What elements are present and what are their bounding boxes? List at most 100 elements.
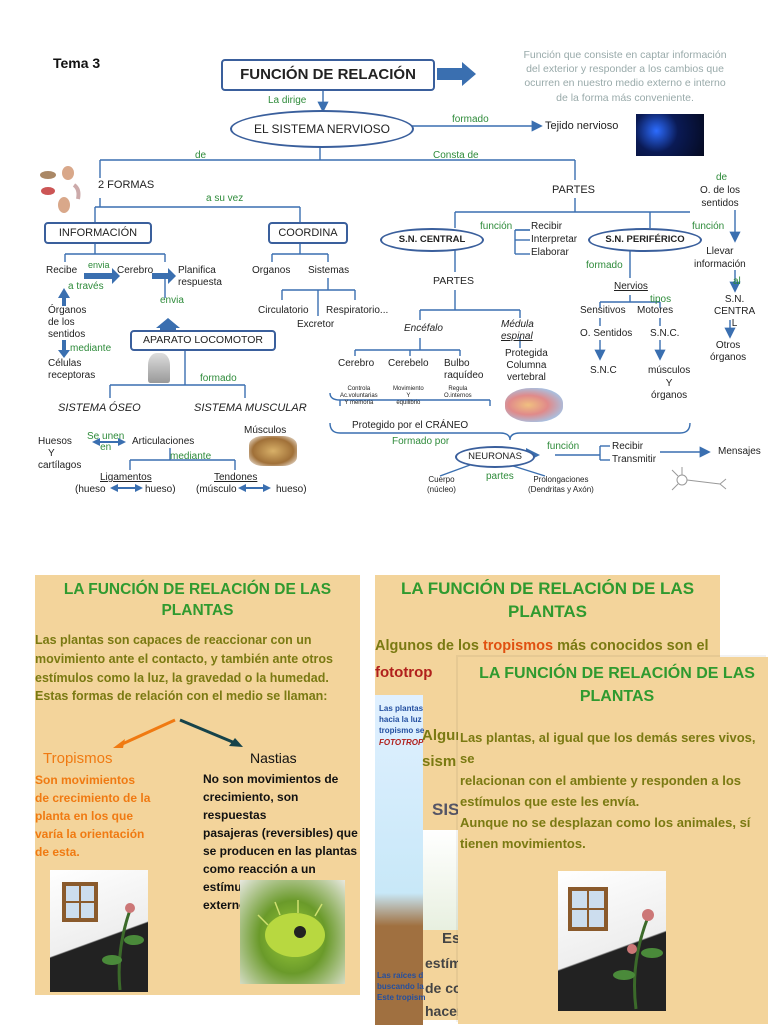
aparato-locomotor-box: APARATO LOCOMOTOR bbox=[130, 330, 276, 351]
recibir-label: Recibir bbox=[531, 221, 563, 232]
hacer-text: hacer bbox=[425, 1003, 463, 1019]
brain-image bbox=[505, 388, 563, 422]
recibir-label-2: Recibir bbox=[612, 441, 644, 452]
consta-de-label: Consta de bbox=[433, 150, 479, 161]
a-su-vez-label: a su vez bbox=[206, 193, 244, 204]
recibe-label: Recibe bbox=[46, 265, 78, 276]
cuerpo-nucleo: Cuerpo(núcleo) bbox=[427, 475, 456, 494]
cerebro-label-2: Cerebro bbox=[338, 358, 375, 369]
senses-image bbox=[38, 165, 90, 215]
transmitir-label: Transmitir bbox=[612, 454, 657, 465]
neuron-drawing bbox=[670, 462, 730, 502]
musculo-label-3: (músculo bbox=[196, 484, 237, 495]
formado-label-2: formado bbox=[586, 260, 623, 271]
formado-label: formado bbox=[452, 114, 489, 125]
venus-flytrap-image bbox=[240, 880, 345, 984]
o-sentidos-label: O. Sentidos bbox=[580, 328, 633, 339]
slide-3-paragraph-1: Las plantas, al igual que los demás sere… bbox=[460, 730, 756, 810]
cerebro-label: Cerebro bbox=[117, 265, 154, 276]
envia-label-1: envia bbox=[88, 260, 110, 270]
protegido-craneo: Protegido por el CRÁNEO bbox=[352, 420, 469, 431]
interpretar-label: Interpretar bbox=[531, 234, 578, 245]
prolongaciones-text: Prolongaciones(Dendritas y Axón) bbox=[528, 475, 594, 494]
partes-label: PARTES bbox=[552, 184, 595, 196]
sistema-muscular-label: SISTEMA MUSCULAR bbox=[194, 402, 307, 414]
organos-label: Organos bbox=[252, 265, 291, 276]
neuronas-oval: NEURONAS bbox=[455, 446, 535, 468]
de-right-label: de bbox=[716, 172, 728, 183]
motores-label: Motores bbox=[637, 305, 674, 316]
ligamentos-label: Ligamentos bbox=[100, 472, 152, 483]
muscles-image bbox=[249, 436, 297, 466]
sistemas-label: Sistemas bbox=[308, 265, 350, 276]
mediante-label-2: mediante bbox=[170, 451, 212, 462]
tendones-label: Tendones bbox=[214, 472, 258, 483]
sism-text: sism bbox=[422, 753, 457, 770]
circulatorio-label: Circulatorio bbox=[258, 305, 309, 316]
funcion-label-2: función bbox=[692, 221, 725, 232]
nervios-label: Nervios bbox=[614, 281, 648, 292]
algun-text: Algun bbox=[422, 727, 465, 744]
tipos-label: tipos bbox=[650, 294, 672, 305]
tropismos-heading: Tropismos bbox=[43, 750, 113, 767]
snc-label: S.N.C. bbox=[650, 328, 680, 339]
dos-formas-label: 2 FORMAS bbox=[98, 179, 155, 191]
excretor-label: Excretor bbox=[297, 319, 335, 330]
tejido-nervioso-label: Tejido nervioso bbox=[545, 120, 619, 132]
la-dirige-label: La dirige bbox=[268, 95, 307, 106]
sistema-nervioso-oval: EL SISTEMA NERVIOSO bbox=[230, 110, 414, 148]
definition-text: Función que consiste en captar informaci… bbox=[523, 49, 727, 104]
plant-window-image-1 bbox=[50, 870, 148, 992]
slide-1-body: Las plantas son capaces de reaccionar co… bbox=[35, 633, 333, 704]
skeleton-image bbox=[148, 353, 170, 383]
partes-label-2: PARTES bbox=[433, 275, 475, 287]
informacion-box: INFORMACIÓN bbox=[44, 222, 152, 244]
elaborar-label: Elaborar bbox=[531, 247, 569, 258]
mensajes-label: Mensajes bbox=[718, 446, 761, 457]
slide-2-intro: Algunos de los tropismos más conocidos s… bbox=[375, 638, 709, 654]
sensitivos-label: Sensitivos bbox=[580, 305, 626, 316]
encefalo-label: Encéfalo bbox=[404, 323, 443, 334]
a-traves-label: a través bbox=[68, 281, 104, 292]
nastias-heading: Nastias bbox=[250, 750, 297, 766]
envia-label-2: envia bbox=[160, 295, 184, 306]
coordina-box: COORDINA bbox=[268, 222, 348, 244]
funcion-label-1: función bbox=[480, 221, 513, 232]
hueso-label-1: (hueso bbox=[75, 484, 106, 495]
de-label: de bbox=[195, 150, 207, 161]
plant-sketch-image bbox=[423, 830, 463, 930]
formado-label-3: formado bbox=[200, 373, 237, 384]
plant-window-image-2 bbox=[558, 871, 666, 1011]
es-text: Es bbox=[442, 930, 461, 947]
respiratorio-label: Respiratorio... bbox=[326, 305, 389, 316]
funcion-label-3: función bbox=[547, 441, 580, 452]
sn-periferico-oval: S.N. PERIFÉRICO bbox=[588, 228, 702, 252]
musculos-label: Músculos bbox=[244, 425, 287, 436]
sn-central-oval: S.N. CENTRAL bbox=[380, 228, 484, 252]
sis-text: SIS bbox=[432, 800, 460, 819]
fototrop-text: fototrop bbox=[375, 664, 433, 681]
partes-label-3: partes bbox=[486, 471, 514, 482]
hueso-label-2: hueso) bbox=[145, 484, 176, 495]
articulaciones-label: Articulaciones bbox=[132, 436, 195, 447]
